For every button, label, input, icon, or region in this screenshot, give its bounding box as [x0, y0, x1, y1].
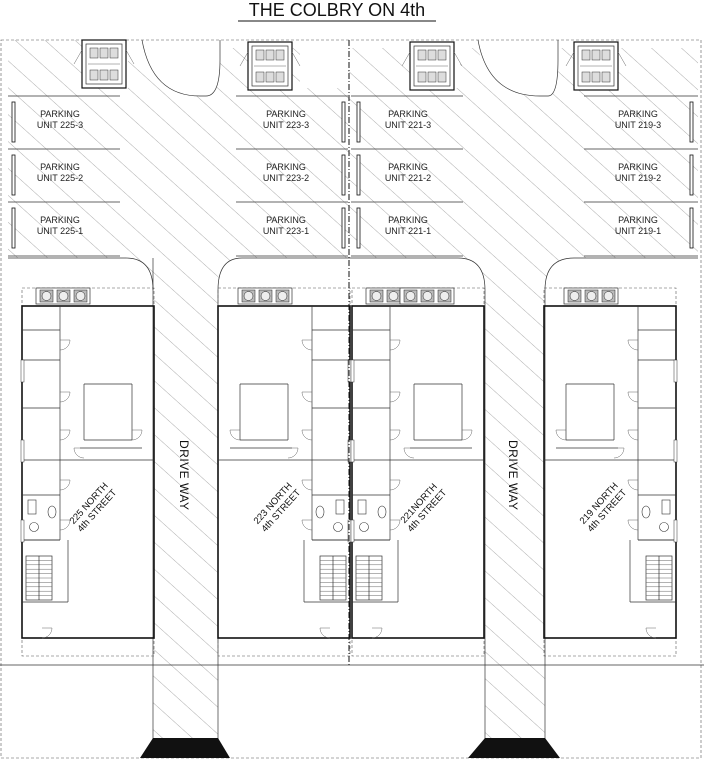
parking-unit-label: UNIT 221-1 [385, 226, 431, 236]
parking-label: PARKING [618, 215, 658, 225]
driveway-label-east: DRIVE WAY [506, 440, 520, 511]
trash-enclosure [239, 41, 301, 91]
parking-unit-label: UNIT 223-3 [263, 120, 309, 130]
parking-unit-label: UNIT 225-2 [37, 173, 83, 183]
parking-label: PARKING [266, 162, 306, 172]
parking-label: PARKING [388, 215, 428, 225]
parking-unit-label: UNIT 225-1 [37, 226, 83, 236]
driveway-label-west: DRIVE WAY [177, 440, 191, 511]
parking-label: PARKING [388, 162, 428, 172]
driveway-apron-west [140, 738, 230, 758]
parking-label: PARKING [388, 109, 428, 119]
parking-label: PARKING [40, 162, 80, 172]
parking-unit-label: UNIT 219-3 [615, 120, 661, 130]
parking-label: PARKING [618, 162, 658, 172]
parking-label: PARKING [40, 109, 80, 119]
parking-unit-label: UNIT 223-2 [263, 173, 309, 183]
parking-label: PARKING [618, 109, 658, 119]
driveway-apron-east [468, 738, 560, 758]
parking-unit-label: UNIT 221-2 [385, 173, 431, 183]
drawing-title: THE COLBRY ON 4th [249, 0, 425, 20]
lot-boundary [0, 39, 702, 759]
parking-unit-label: UNIT 225-3 [37, 120, 83, 130]
trash-enclosures [73, 39, 627, 91]
parking-label: PARKING [266, 215, 306, 225]
trash-enclosure [73, 39, 135, 89]
parking-unit-label: UNIT 219-2 [615, 173, 661, 183]
trash-enclosure [565, 41, 627, 91]
parking-unit-label: UNIT 223-1 [263, 226, 309, 236]
parking-unit-label: UNIT 219-1 [615, 226, 661, 236]
parking-label: PARKING [40, 215, 80, 225]
parking-unit-label: UNIT 221-3 [385, 120, 431, 130]
parking-label: PARKING [266, 109, 306, 119]
paved-driveway-area [8, 40, 698, 640]
trash-enclosure [401, 41, 463, 91]
